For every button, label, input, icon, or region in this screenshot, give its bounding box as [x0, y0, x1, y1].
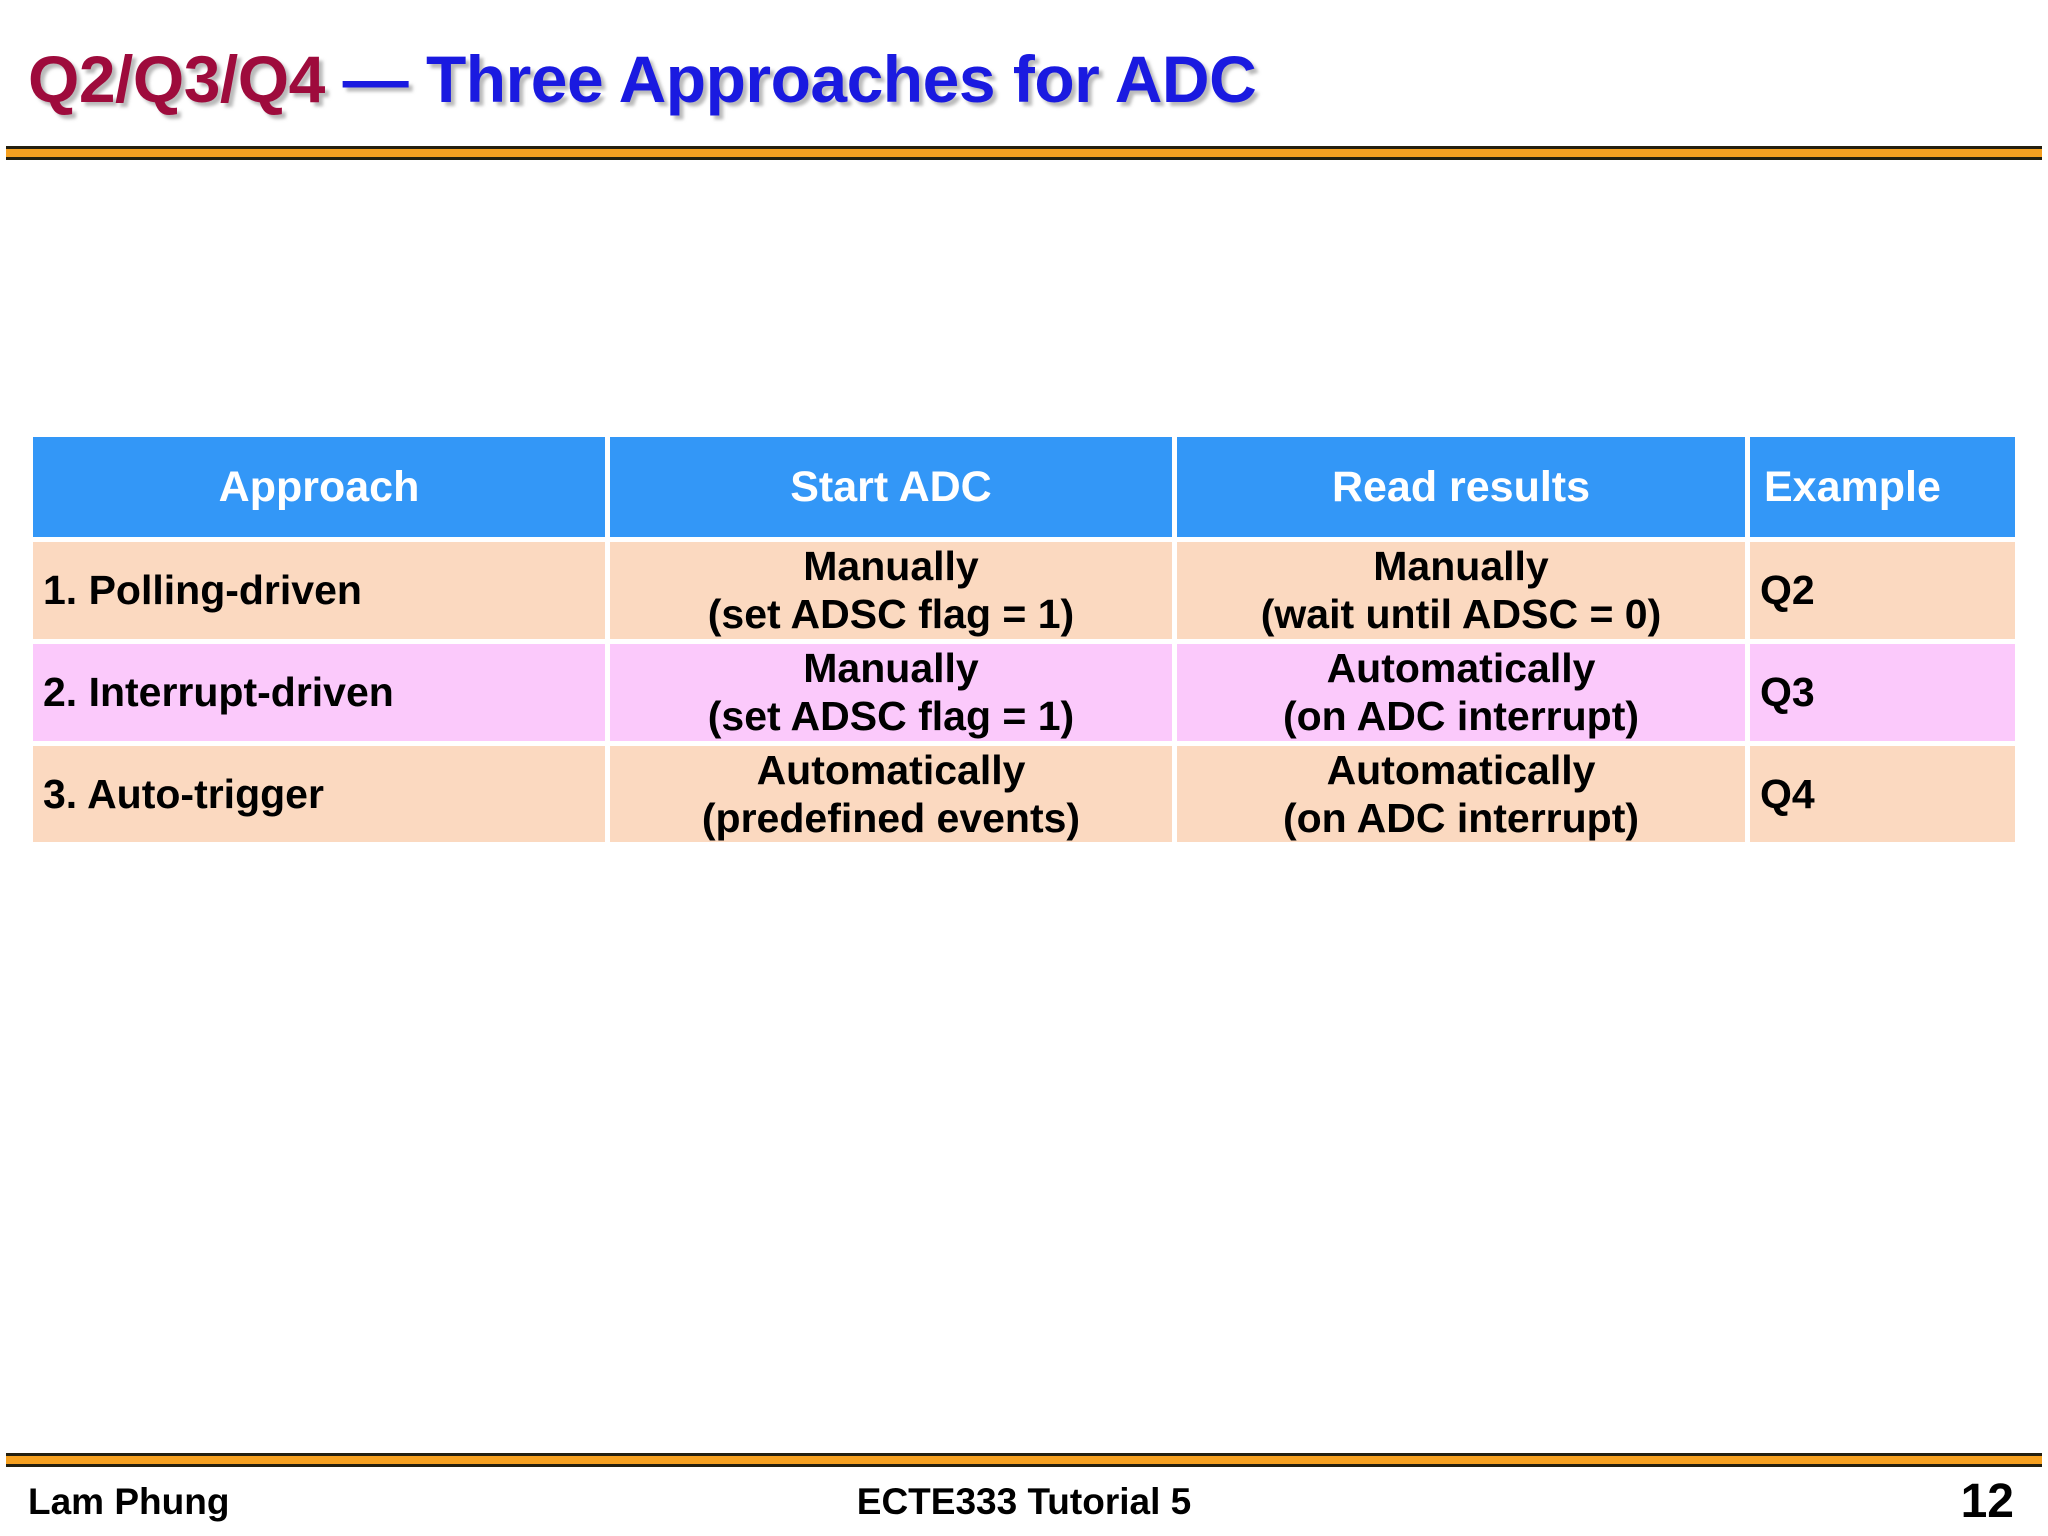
cell-start-adc-1-line2: (set ADSC flag = 1) [707, 591, 1075, 638]
cell-start-adc-2-line2: (set ADSC flag = 1) [707, 693, 1075, 740]
cell-read-results-1: Manually (wait until ADSC = 0) [1177, 542, 1745, 639]
cell-read-results-3-line1: Automatically [1326, 746, 1596, 793]
page-title-secondary: — Three Approaches for ADC [324, 42, 1257, 116]
footer-divider [6, 1453, 2042, 1467]
slide-title: Q2/Q3/Q4 — Three Approaches for ADC [28, 30, 2018, 128]
cell-example-1: Q2 [1750, 542, 2015, 639]
cell-start-adc-1-line1: Manually [803, 543, 979, 589]
cell-read-results-3: Automatically (on ADC interrupt) [1177, 745, 1745, 843]
cell-read-results-2-line1: Automatically [1326, 644, 1596, 691]
table-row: 2. Interrupt-driven Manually (set ADSC f… [33, 643, 2015, 741]
cell-read-results-2: Automatically (on ADC interrupt) [1177, 643, 1745, 741]
page-title-primary: Q2/Q3/Q4 [28, 42, 325, 116]
cell-start-adc-3-line1: Automatically [756, 746, 1026, 793]
cell-example-3: Q4 [1750, 745, 2015, 843]
footer-author: Lam Phung [28, 1481, 230, 1522]
cell-read-results-2-line2: (on ADC interrupt) [1282, 693, 1640, 740]
header-divider [6, 146, 2042, 160]
column-header-read-results: Read results [1177, 437, 1745, 537]
approaches-table-wrapper: Approach Start ADC Read results Example … [33, 437, 2015, 843]
cell-start-adc-3: Automatically (predefined events) [610, 745, 1172, 843]
cell-example-2: Q3 [1750, 643, 2015, 741]
table-header-row: Approach Start ADC Read results Example [33, 437, 2015, 537]
footer-page-number: 12 [1960, 1475, 2014, 1528]
cell-start-adc-1: Manually (set ADSC flag = 1) [610, 542, 1172, 639]
slide-footer: Lam Phung ECTE333 Tutorial 5 12 [0, 1472, 2048, 1532]
cell-start-adc-2-line1: Manually [803, 644, 979, 691]
column-header-start-adc: Start ADC [610, 437, 1172, 537]
cell-approach-1: 1. Polling-driven [33, 542, 605, 639]
cell-approach-3: 3. Auto-trigger [33, 745, 605, 843]
cell-read-results-3-line2: (on ADC interrupt) [1282, 794, 1640, 841]
column-header-example: Example [1750, 437, 2015, 537]
cell-read-results-1-line1: Manually [1373, 543, 1549, 589]
approaches-table: Approach Start ADC Read results Example … [28, 432, 2020, 847]
table-row: 3. Auto-trigger Automatically (predefine… [33, 745, 2015, 843]
cell-start-adc-2: Manually (set ADSC flag = 1) [610, 643, 1172, 741]
footer-course: ECTE333 Tutorial 5 [856, 1481, 1192, 1522]
cell-approach-2: 2. Interrupt-driven [33, 643, 605, 741]
cell-start-adc-3-line2: (predefined events) [701, 794, 1081, 841]
column-header-approach: Approach [33, 437, 605, 537]
table-row: 1. Polling-driven Manually (set ADSC fla… [33, 542, 2015, 639]
cell-read-results-1-line2: (wait until ADSC = 0) [1260, 591, 1662, 638]
